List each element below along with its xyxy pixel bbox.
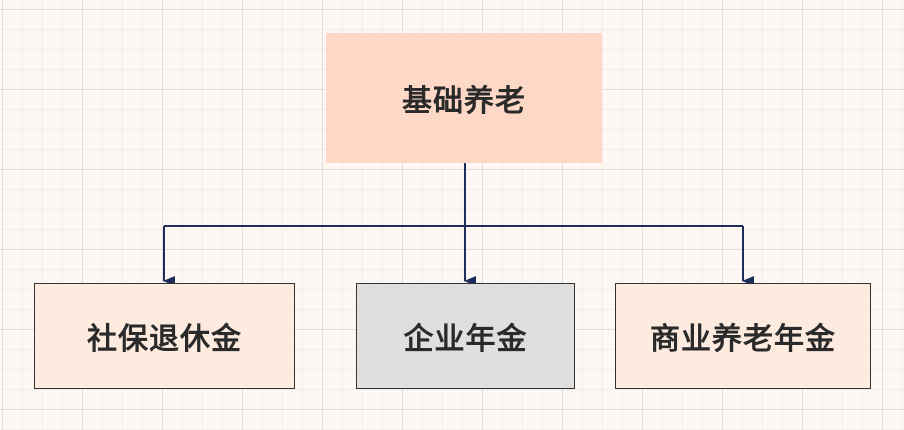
root-node-label: 基础养老 [402,84,526,119]
child-node-commercial-pension-annuity[interactable]: 商业养老年金 [615,283,871,389]
child-node-label: 商业养老年金 [650,322,836,357]
root-node-basic-pension[interactable]: 基础养老 [326,33,602,163]
child-node-label: 企业年金 [403,322,528,357]
child-node-social-security-pension[interactable]: 社保退休金 [34,283,295,389]
child-node-label: 社保退休金 [87,322,242,357]
child-node-enterprise-annuity[interactable]: 企业年金 [356,283,575,389]
